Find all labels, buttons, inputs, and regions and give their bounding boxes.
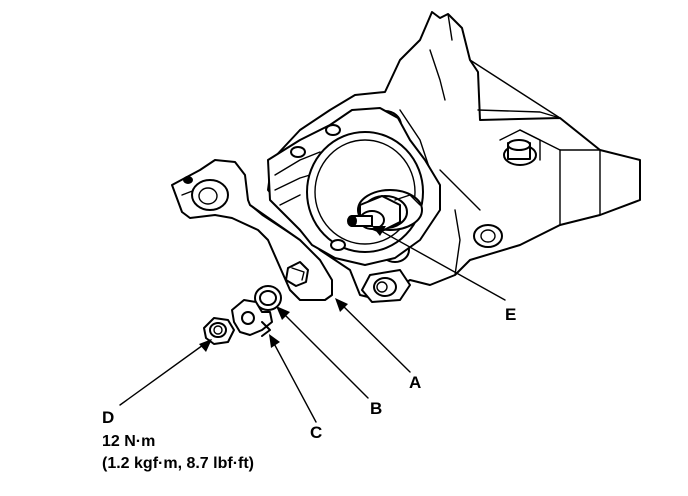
arrowhead-a <box>335 298 348 312</box>
arrowheads <box>199 226 386 352</box>
washer-part-b <box>254 285 282 311</box>
torque-spec-imperial: (1.2 kgf·m, 8.7 lbf·ft) <box>102 455 254 472</box>
valve-body-housing <box>267 107 441 266</box>
callout-c: C <box>310 423 322 442</box>
callout-b: B <box>370 399 382 418</box>
callout-a: A <box>409 373 421 392</box>
lock-plate-part-c <box>231 299 273 337</box>
callout-e: E <box>505 305 516 324</box>
arrowhead-e <box>372 226 386 236</box>
leader-b <box>277 307 369 399</box>
callout-d: D <box>102 408 114 427</box>
torque-spec-metric: 12 N·m <box>102 433 155 450</box>
arrowhead-b <box>276 306 290 320</box>
leader-e <box>371 225 506 301</box>
arrowhead-d <box>199 339 212 352</box>
leader-d <box>119 339 211 406</box>
arrowhead-c <box>269 334 280 348</box>
leader-lines <box>119 225 506 423</box>
nut-part-d <box>203 317 235 345</box>
bracket-part-a <box>171 159 333 301</box>
leader-a <box>336 299 411 373</box>
leader-c <box>269 335 317 423</box>
